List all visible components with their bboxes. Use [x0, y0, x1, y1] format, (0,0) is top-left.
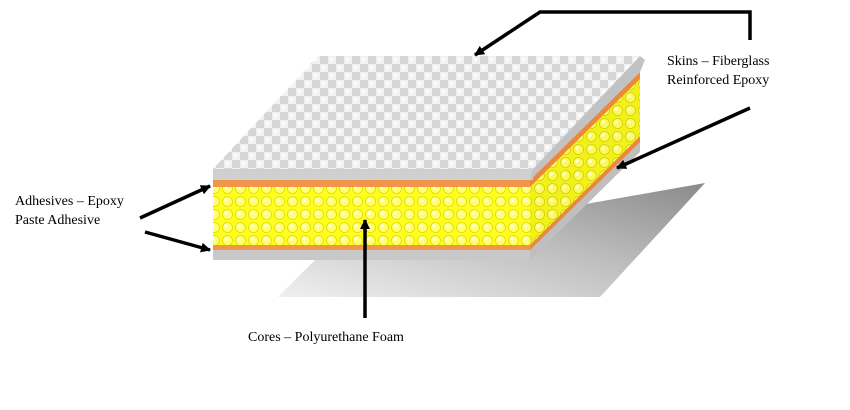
adhesives-label: Adhesives – Epoxy Paste Adhesive — [15, 192, 124, 230]
top-skin-side-edge — [530, 56, 645, 180]
bottom-skin-side — [530, 140, 640, 260]
cores-label-text: Cores – Polyurethane Foam — [248, 330, 404, 345]
top-adhesive-side — [530, 72, 640, 187]
skins-arrow-bottom — [616, 106, 751, 170]
skins-label-line-1: Skins – Fiberglass — [667, 54, 770, 69]
skins-arrow-top — [474, 10, 752, 57]
core-side — [530, 77, 640, 245]
top-skin-front-edge — [213, 169, 533, 180]
cores-label: Cores – Polyurethane Foam — [248, 328, 404, 347]
adhesives-label-line-2: Paste Adhesive — [15, 213, 101, 228]
bottom-adhesive-side — [530, 136, 640, 250]
adhesives-arrow-bottom — [144, 230, 211, 253]
top-adhesive-front — [213, 180, 530, 187]
skins-label: Skins – Fiberglass Reinforced Epoxy — [667, 52, 769, 90]
bottom-skin-front — [213, 248, 530, 260]
adhesives-label-line-1: Adhesives – Epoxy — [15, 194, 124, 209]
skins-label-line-2: Reinforced Epoxy — [667, 73, 770, 88]
core-front — [213, 185, 530, 245]
bottom-adhesive-front — [213, 244, 530, 250]
adhesives-arrow-top — [139, 184, 211, 220]
top-skin-surface — [213, 56, 640, 169]
